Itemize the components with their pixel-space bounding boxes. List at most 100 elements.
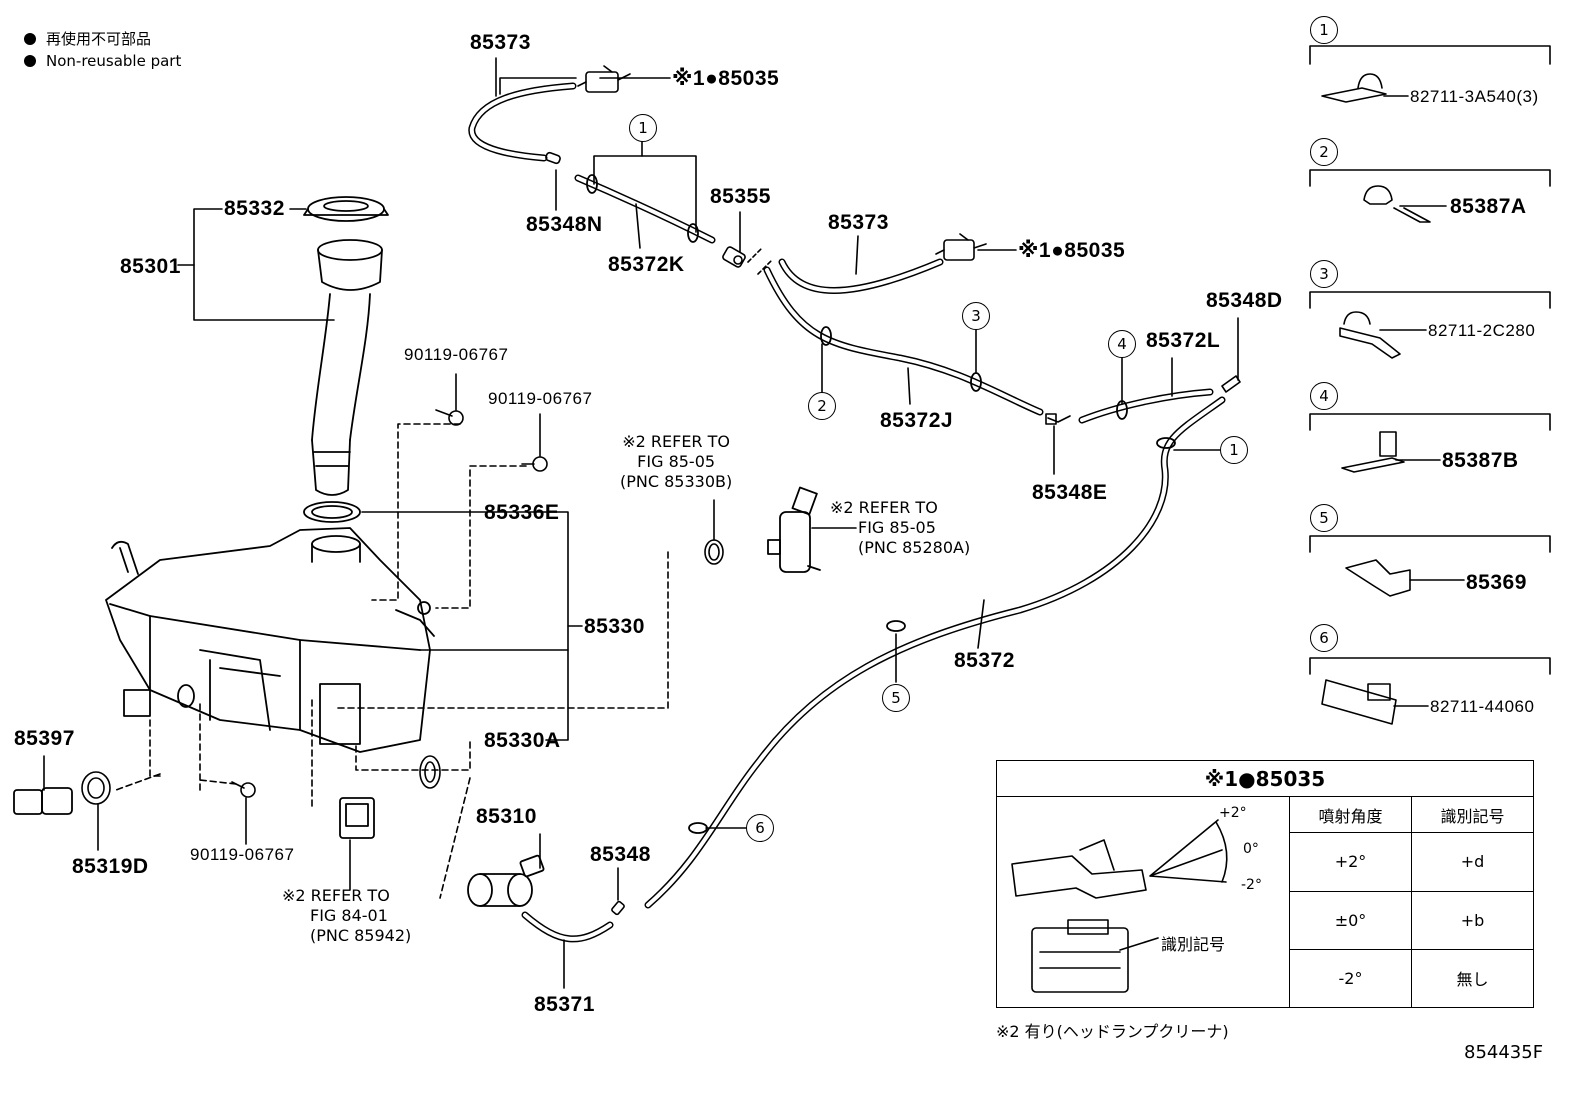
clip-5-drawing[interactable] [1345,559,1465,597]
row-angle: -2° [1289,948,1412,1009]
label-85035-mid[interactable]: ※1●85035 [1018,239,1126,262]
joint-85348E[interactable] [1045,413,1071,425]
sensor-85397[interactable] [13,787,73,815]
callout-1[interactable]: 1 [1220,436,1248,464]
filler-pipe-85301[interactable] [311,239,383,496]
clip-1-drawing[interactable] [1321,73,1409,103]
label-85035-top[interactable]: ※1●85035 [672,67,780,90]
panel-callout-6[interactable]: 6 [1310,624,1338,652]
tank-85330[interactable] [105,527,435,753]
label-85348[interactable]: 85348 [590,843,651,866]
pump-85280A[interactable] [767,486,821,573]
cap-85332[interactable] [303,196,389,222]
callout-3[interactable]: 3 [962,302,990,330]
angle-minus2: -2° [1241,877,1262,894]
panel-callout-5[interactable]: 5 [1310,504,1338,532]
hose-85372L[interactable] [1078,388,1214,424]
callout-1[interactable]: 1 [629,114,657,142]
row-angle: +2° [1289,832,1412,892]
bolt-90119-b[interactable] [521,456,548,472]
bullet-icon [24,55,36,67]
panel-callout-2[interactable]: 2 [1310,138,1338,166]
panel-callout-3[interactable]: 3 [1310,260,1338,288]
col-header-mark: 識別記号 [1411,796,1534,834]
footnote: ※2 有り(ヘッドランプクリーナ) [996,1022,1229,1041]
grommet-85319D[interactable] [81,771,111,805]
clip-3-drawing[interactable] [1339,311,1427,359]
id-mark-label: 識別記号 [1161,935,1226,955]
label-85371[interactable]: 85371 [534,993,595,1016]
panel-part-1[interactable]: 82711-3A540(3) [1410,87,1539,106]
clip-6-drawing[interactable] [1321,679,1429,725]
label-85310[interactable]: 85310 [476,805,537,828]
clip-panel [1309,45,1551,675]
pump-85310[interactable] [467,854,545,907]
callout-5[interactable]: 5 [882,684,910,712]
label-85348E[interactable]: 85348E [1032,481,1108,504]
panel-callout-1[interactable]: 1 [1310,16,1338,44]
callout-2[interactable]: 2 [808,392,836,420]
legend: 再使用不可部品 Non-reusable part [24,28,181,72]
angle-plus2: +2° [1219,805,1247,822]
row-angle: ±0° [1289,890,1412,950]
label-90119-b[interactable]: 90119-06767 [488,389,593,408]
label-85348N[interactable]: 85348N [526,213,603,236]
label-85397[interactable]: 85397 [14,727,75,750]
row-mark: +d [1411,832,1534,892]
label-85330[interactable]: 85330 [584,615,645,638]
panel-callout-4[interactable]: 4 [1310,382,1338,410]
clip-2-drawing[interactable] [1363,185,1447,223]
legend-ja: 再使用不可部品 [24,28,181,50]
label-85372[interactable]: 85372 [954,649,1015,672]
grommet-85330B[interactable] [704,539,724,565]
legend-en: Non-reusable part [24,50,181,72]
label-85336E[interactable]: 85336E [484,501,560,524]
label-85355[interactable]: 85355 [710,185,771,208]
bolt-90119-a[interactable] [435,409,464,426]
grommet-85336E[interactable] [303,501,361,523]
angle-zero: 0° [1243,841,1259,858]
figure-id: 854435F [1464,1042,1544,1063]
panel-part-5[interactable]: 85369 [1466,571,1527,594]
callout-4[interactable]: 4 [1108,330,1136,358]
nozzle-angle-cell: +2° 0° -2° 識別記号 [996,796,1290,1008]
panel-part-2[interactable]: 85387A [1450,195,1527,218]
label-85330A[interactable]: 85330A [484,729,561,752]
label-85372J[interactable]: 85372J [880,409,954,432]
spray-table-title: ※1●85035 [996,759,1534,798]
label-85332[interactable]: 85332 [224,197,285,220]
label-85301[interactable]: 85301 [120,255,181,278]
label-85372L[interactable]: 85372L [1146,329,1221,352]
joint-85348[interactable] [611,900,625,916]
bolt-90119-c[interactable] [231,781,256,798]
row-mark: +b [1411,890,1534,950]
label-85348D[interactable]: 85348D [1206,289,1283,312]
nozzle-85035-b[interactable] [935,233,987,261]
joint-85348D[interactable] [1221,375,1241,393]
label-90119-a[interactable]: 90119-06767 [404,345,509,364]
col-header-angle: 噴射角度 [1289,796,1412,834]
joint-85355[interactable] [722,246,746,268]
label-85373-top[interactable]: 85373 [470,31,531,54]
sensor-85942[interactable] [339,797,375,839]
callout-6[interactable]: 6 [746,814,774,842]
row-mark: 無し [1411,948,1534,1009]
nozzle-85035-a[interactable] [577,65,631,93]
label-85373-mid[interactable]: 85373 [828,211,889,234]
label-85372K[interactable]: 85372K [608,253,685,276]
panel-part-4[interactable]: 85387B [1442,449,1519,472]
panel-part-3[interactable]: 82711-2C280 [1428,321,1536,340]
label-85319D[interactable]: 85319D [72,855,149,878]
spray-angle-table: ※1●85035 +2° 0° -2° 識別記号 噴射角度 識別記号 +2° +… [996,759,1534,1009]
bullet-icon [24,33,36,45]
label-90119-c[interactable]: 90119-06767 [190,845,295,864]
panel-part-6[interactable]: 82711-44060 [1430,697,1535,716]
hose-85372J[interactable] [763,266,1044,416]
grommet-85330A[interactable] [419,755,441,789]
joint-85348N[interactable] [545,151,561,165]
clip-4-drawing[interactable] [1341,431,1441,473]
